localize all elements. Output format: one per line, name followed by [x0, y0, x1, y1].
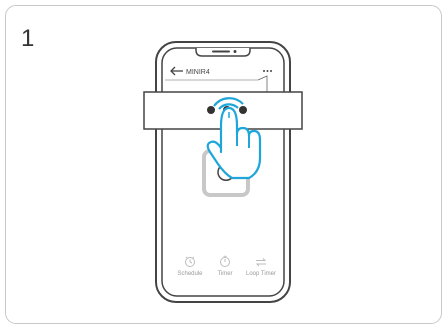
- nav-label-loop-timer[interactable]: Loop Timer: [246, 271, 276, 277]
- front-camera: [234, 50, 237, 53]
- nav-label-timer[interactable]: Timer: [217, 271, 232, 277]
- more-dots-icon[interactable]: [263, 70, 272, 72]
- nav-label-schedule[interactable]: Schedule: [177, 271, 203, 277]
- device-name: MINIR4: [186, 69, 210, 76]
